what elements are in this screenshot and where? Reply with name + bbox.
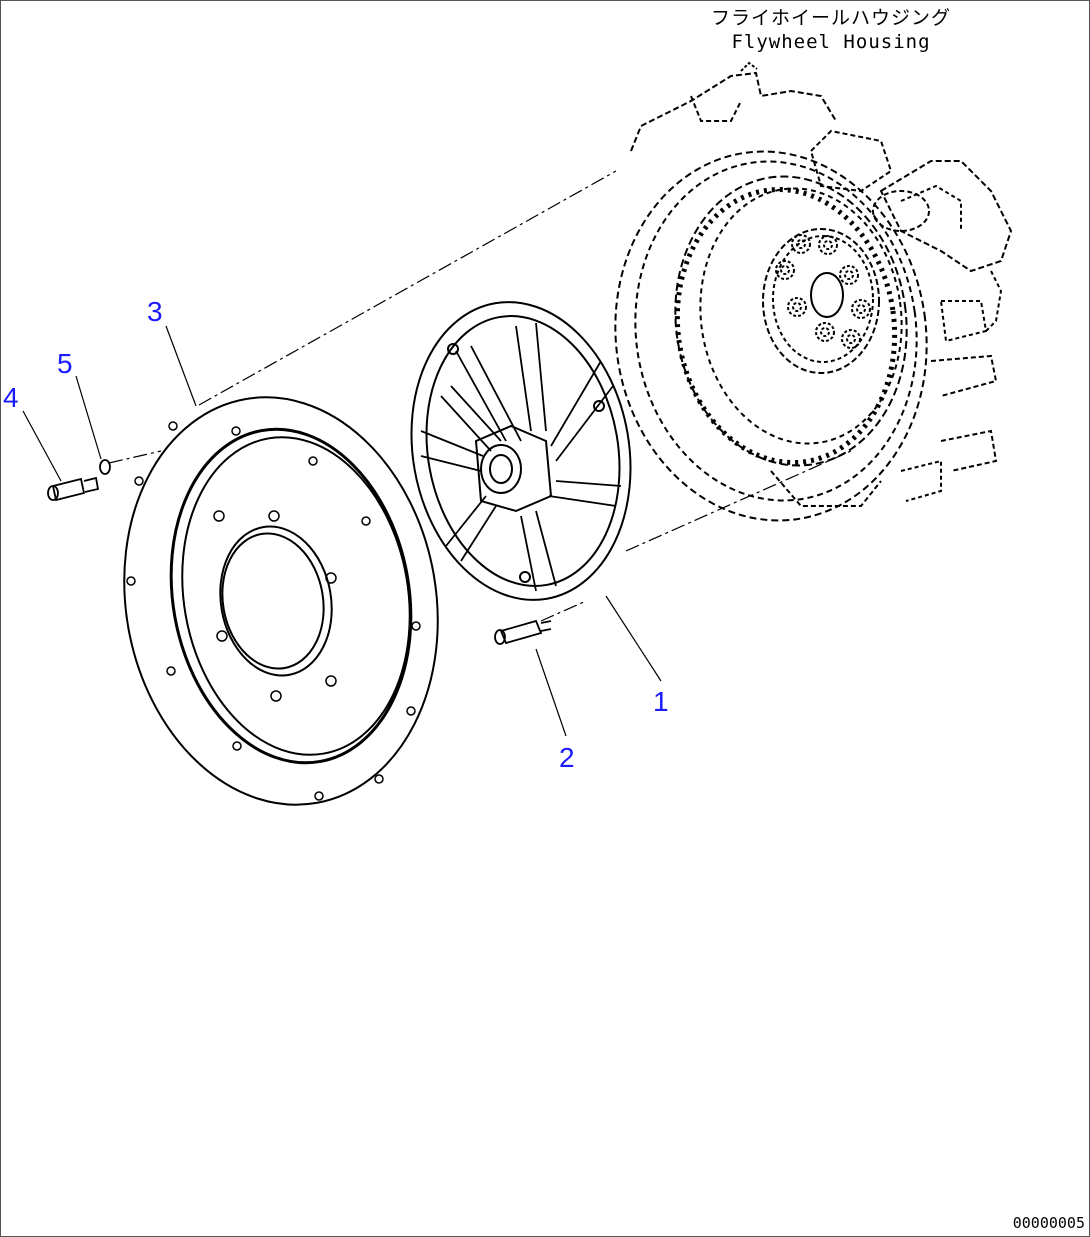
drawing-number: 00000005 (1012, 1214, 1085, 1232)
leader-lines (22, 325, 662, 737)
part-3-plate (123, 396, 439, 806)
part-4-bolt (47, 476, 100, 502)
flywheel-housing (614, 61, 1013, 522)
part-2-bolt (494, 619, 552, 645)
flywheel-housing-label-en: Flywheel Housing (731, 31, 931, 53)
callout-4[interactable]: 4 (3, 382, 19, 413)
callout-5[interactable]: 5 (57, 348, 73, 379)
housing-hub-bolts (775, 234, 871, 349)
part-5-washer (99, 459, 111, 475)
flywheel-housing-label: フライホイールハウジング Flywheel Housing (661, 6, 1001, 54)
flywheel-housing-label-jp: フライホイールハウジング (710, 7, 951, 29)
assembly-lines (108, 170, 852, 622)
callout-1[interactable]: 1 (653, 686, 669, 717)
callout-2[interactable]: 2 (559, 742, 575, 773)
part-1-coupling (410, 301, 632, 601)
callout-3[interactable]: 3 (147, 296, 163, 327)
